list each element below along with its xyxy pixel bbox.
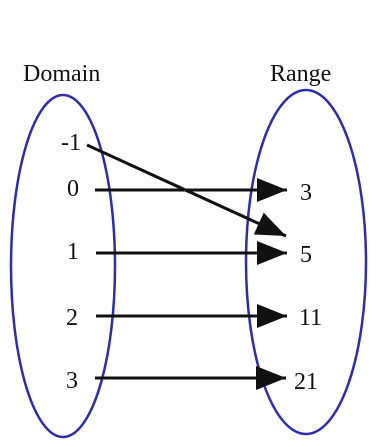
range-title: Range — [270, 61, 332, 87]
range-value-11: 11 — [299, 305, 323, 331]
domain-value-neg1: -1 — [61, 130, 81, 156]
range-value-3: 3 — [300, 180, 312, 206]
range-value-21: 21 — [294, 369, 318, 395]
domain-value-0: 0 — [67, 176, 79, 202]
domain-value-2: 2 — [66, 305, 78, 331]
domain-value-3: 3 — [66, 368, 78, 394]
domain-ellipse — [9, 93, 117, 439]
domain-value-1: 1 — [67, 239, 79, 265]
range-ellipse — [244, 88, 368, 436]
domain-title: Domain — [23, 61, 101, 87]
range-value-5: 5 — [300, 242, 312, 268]
